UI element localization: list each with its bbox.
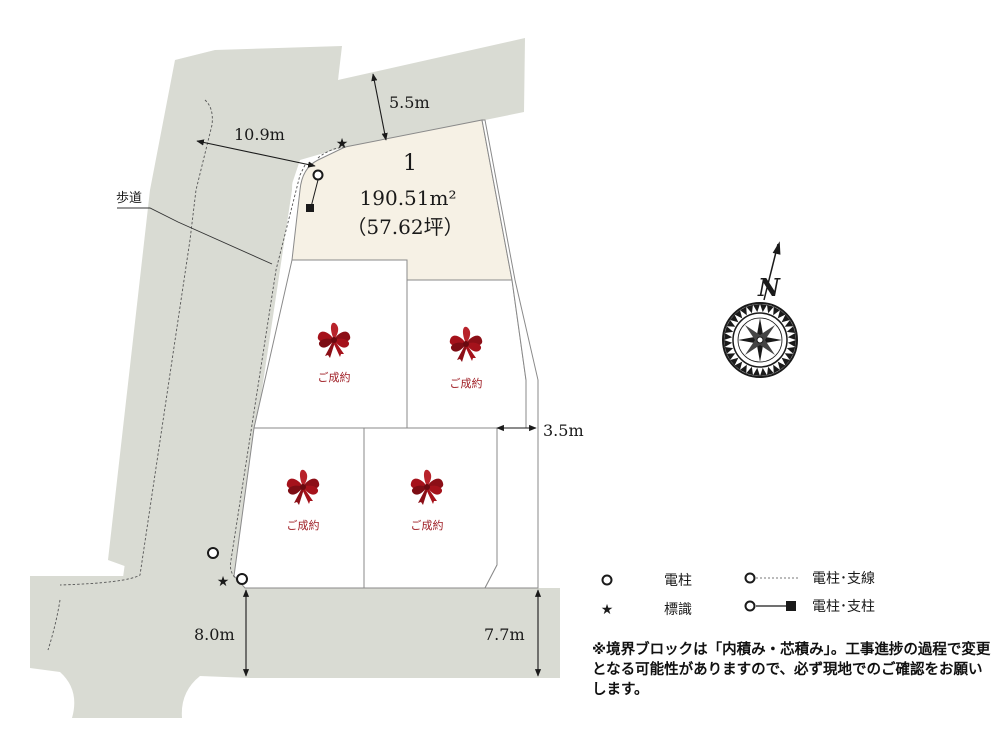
compass-tooth xyxy=(787,340,796,348)
sidewalk-leader xyxy=(117,207,273,265)
sold-label: ご成約 xyxy=(450,376,483,390)
compass-tooth xyxy=(730,314,739,323)
legend-pole-label: 電柱 xyxy=(664,573,692,589)
legend-sign-label: 標識 xyxy=(664,602,692,618)
compass-tooth xyxy=(784,319,794,327)
legend-support-square-icon xyxy=(786,601,796,611)
compass-tooth xyxy=(777,361,786,370)
sold-marker-lot-2: ご成約 xyxy=(318,322,351,384)
dim-north-road xyxy=(371,73,388,141)
dim-east-path-label: 3.5m xyxy=(543,421,584,440)
legend-pole-guy-label: 電柱･支線 xyxy=(812,571,875,587)
compass-tooth xyxy=(767,366,774,376)
sold-marker-lot-4: ご成約 xyxy=(287,469,320,532)
compass-tooth xyxy=(746,366,753,376)
utility-pole-icon xyxy=(207,547,219,559)
dim-north-road-label: 5.5m xyxy=(389,93,430,112)
pole-support-line xyxy=(310,179,319,208)
lots xyxy=(233,119,539,589)
legend-pole-guy-icon xyxy=(744,572,756,584)
legend-sign-icon: ★ xyxy=(601,602,614,618)
dim-west-frontage-label: 10.9m xyxy=(234,125,285,144)
compass-tooth xyxy=(760,304,768,313)
sidewalk-label: 歩道 xyxy=(116,191,142,206)
compass-tooth xyxy=(787,332,796,340)
compass-tooth xyxy=(786,347,796,354)
compass-tooth xyxy=(724,332,733,340)
compass-tooth xyxy=(746,304,753,314)
compass-tooth xyxy=(777,310,786,319)
dim-south-west-label: 8.0m xyxy=(194,625,235,644)
compass-tooth xyxy=(752,304,760,313)
boundary-block-note: ※境界ブロックは「内積み・芯積み」。工事進捗の過程で変更となる可能性がありますの… xyxy=(592,642,991,698)
compass-tooth xyxy=(739,364,747,374)
compass-tooth xyxy=(724,347,734,354)
west-main-road xyxy=(108,50,300,586)
legend-pole-support-icon xyxy=(744,600,756,612)
sold-label: ご成約 xyxy=(287,518,320,532)
compass-rose-icon xyxy=(722,241,798,378)
compass-tooth xyxy=(730,357,739,366)
compass-tooth xyxy=(734,310,743,319)
east-path xyxy=(481,119,539,589)
compass-tooth xyxy=(781,357,790,366)
sign-star-icon: ★ xyxy=(336,136,349,152)
utility-pole-icon xyxy=(236,573,248,585)
compass-tooth xyxy=(773,364,781,374)
compass-tooth xyxy=(726,353,736,361)
compass-tooth xyxy=(724,326,734,333)
lot-1-area-tsubo: （57.62坪） xyxy=(346,215,463,239)
compass-tooth xyxy=(767,304,774,314)
compass-tooth xyxy=(724,340,733,348)
compass-tooth xyxy=(781,314,790,323)
south-road xyxy=(30,576,560,718)
sign-star-icon: ★ xyxy=(217,574,230,590)
sold-label: ご成約 xyxy=(411,518,444,532)
compass-tooth xyxy=(734,361,743,370)
compass-tooth xyxy=(726,319,736,327)
legend-pole-support-label: 電柱･支柱 xyxy=(812,599,875,615)
map-symbols: ★ ★ xyxy=(207,136,349,590)
compass-tooth xyxy=(773,306,781,316)
pole-support-icon xyxy=(306,204,314,212)
lot-3 xyxy=(406,279,527,429)
compass-tooth xyxy=(752,367,760,376)
compass-tooth xyxy=(784,353,794,361)
dimension-lines xyxy=(196,73,542,677)
lot-4 xyxy=(233,427,365,589)
dim-west-frontage xyxy=(196,139,316,168)
compass-tooth xyxy=(786,326,796,333)
legend-pole-icon xyxy=(601,574,613,586)
compass-tooth xyxy=(739,306,747,316)
sold-marker-lot-5: ご成約 xyxy=(411,469,444,532)
lot-1-area-m2: 190.51m² xyxy=(360,186,457,210)
compass-tooth xyxy=(760,367,768,376)
lot-1-number: 1 xyxy=(403,151,417,176)
sold-label: ご成約 xyxy=(318,370,351,384)
lot-5 xyxy=(363,427,498,589)
utility-pole-icon xyxy=(312,169,324,181)
sold-marker-lot-3: ご成約 xyxy=(450,326,483,390)
legend: 電柱 ★ 標識 電柱･支線 電柱･支柱 xyxy=(601,571,875,618)
dim-south-east-label: 7.7m xyxy=(484,625,525,644)
north-label: N xyxy=(757,273,781,302)
